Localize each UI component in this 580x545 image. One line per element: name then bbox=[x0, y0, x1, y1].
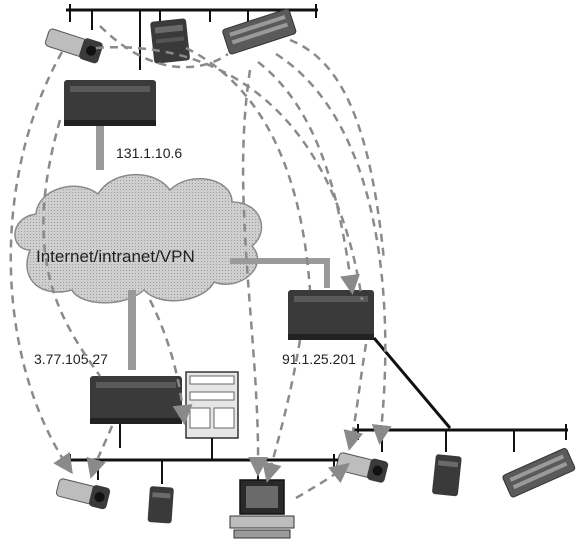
server-rack-icon bbox=[222, 8, 297, 55]
gateway-icon bbox=[90, 376, 182, 424]
camera-icon bbox=[55, 478, 111, 510]
dashed-flow-links bbox=[9, 25, 392, 500]
wan-link-right bbox=[230, 258, 330, 288]
recorder-icon bbox=[147, 486, 174, 524]
wan-link-left bbox=[128, 290, 136, 370]
camera-icon bbox=[44, 28, 103, 64]
top-network-bus bbox=[66, 4, 318, 70]
computer-icon bbox=[229, 479, 295, 539]
gateway-icon bbox=[64, 80, 156, 126]
bottom-network-bus bbox=[66, 454, 338, 484]
cloud-label: Internet/intranet/VPN bbox=[36, 247, 195, 266]
ip-label-right: 91.1.25.201 bbox=[282, 351, 356, 367]
ip-label-top: 131.1.10.6 bbox=[116, 145, 182, 161]
printer-icon bbox=[185, 371, 239, 439]
server-rack-icon bbox=[502, 447, 576, 498]
cloud-icon: Internet/intranet/VPN bbox=[14, 174, 263, 304]
ip-label-left: 3.77.105.27 bbox=[34, 351, 108, 367]
recorder-icon bbox=[432, 454, 462, 497]
right-network-bus bbox=[354, 424, 568, 452]
right-trunk-line bbox=[372, 337, 452, 429]
gateway-uplink bbox=[96, 126, 104, 170]
recorder-icon bbox=[150, 18, 190, 64]
gateway-icon bbox=[288, 290, 374, 340]
camera-icon bbox=[335, 452, 389, 483]
